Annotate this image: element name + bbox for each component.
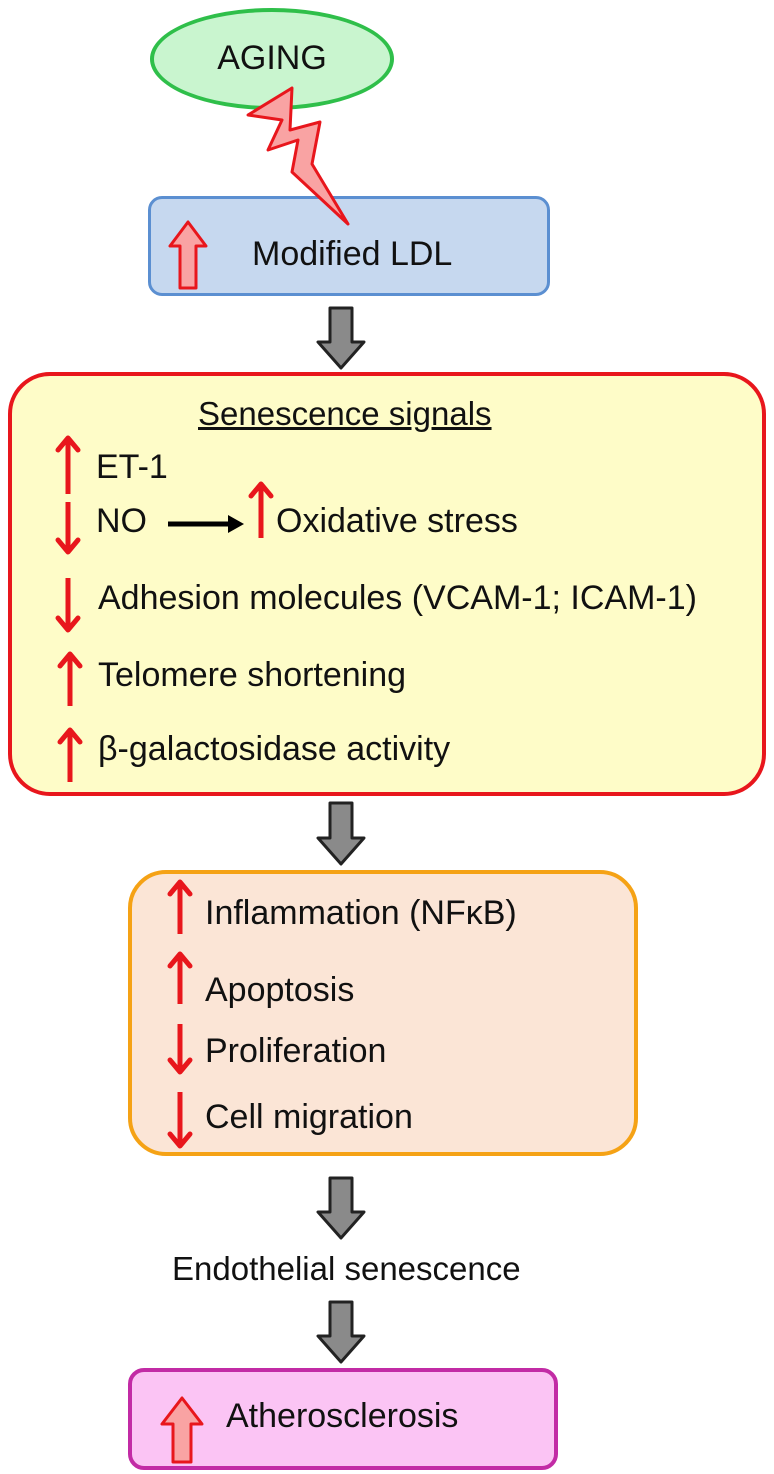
- effect-up-arrow-icon: [167, 879, 193, 934]
- signal-down-arrow-icon: [55, 578, 81, 633]
- effect-up-arrow-icon: [167, 951, 193, 1004]
- senescence-signals-box: [8, 372, 766, 796]
- flow-arrow-3: [316, 1176, 366, 1240]
- modified-ldl-box: [148, 196, 550, 296]
- signal-up-arrow-icon: [55, 435, 81, 494]
- flow-arrow-1: [316, 306, 366, 370]
- effect-inflammation: Inflammation (NFκB): [205, 894, 517, 932]
- signal-no: NO: [96, 502, 147, 540]
- effect-proliferation: Proliferation: [205, 1032, 387, 1070]
- flow-arrow-2: [316, 801, 366, 866]
- signal-beta-galactosidase: β-galactosidase activity: [98, 730, 451, 768]
- signal-up-arrow-icon: [57, 651, 83, 706]
- cell-effects-box: [128, 870, 638, 1156]
- effect-apoptosis: Apoptosis: [205, 971, 355, 1009]
- signal-et1: ET-1: [96, 448, 168, 486]
- indicator-arrows: [55, 435, 274, 1149]
- senescence-signals-title: Senescence signals: [198, 395, 492, 432]
- aging-label: AGING: [217, 39, 327, 77]
- signal-telomere-shortening: Telomere shortening: [98, 656, 407, 694]
- oxidative-stress-up-arrow-icon: [248, 481, 274, 538]
- endothelial-senescence-label: Endothelial senescence: [172, 1250, 521, 1287]
- signal-down-arrow-icon: [55, 502, 81, 555]
- effect-down-arrow-icon: [167, 1092, 193, 1149]
- effect-cell-migration: Cell migration: [205, 1098, 413, 1136]
- no-to-oxidative-stress-arrow-icon: [168, 515, 244, 533]
- ldl-increase-arrow-icon: [168, 220, 208, 290]
- signal-adhesion-molecules: Adhesion molecules (VCAM-1; ICAM-1): [98, 579, 697, 617]
- effect-down-arrow-icon: [167, 1024, 193, 1075]
- signal-oxidative-stress: Oxidative stress: [276, 502, 518, 540]
- atherosclerosis-label: Atherosclerosis: [226, 1397, 459, 1435]
- atherosclerosis-increase-arrow-icon: [160, 1396, 204, 1464]
- modified-ldl-label: Modified LDL: [252, 235, 453, 273]
- signal-up-arrow-icon: [57, 727, 83, 782]
- lightning-bolt-icon: [246, 86, 350, 226]
- flow-arrow-4: [316, 1300, 366, 1364]
